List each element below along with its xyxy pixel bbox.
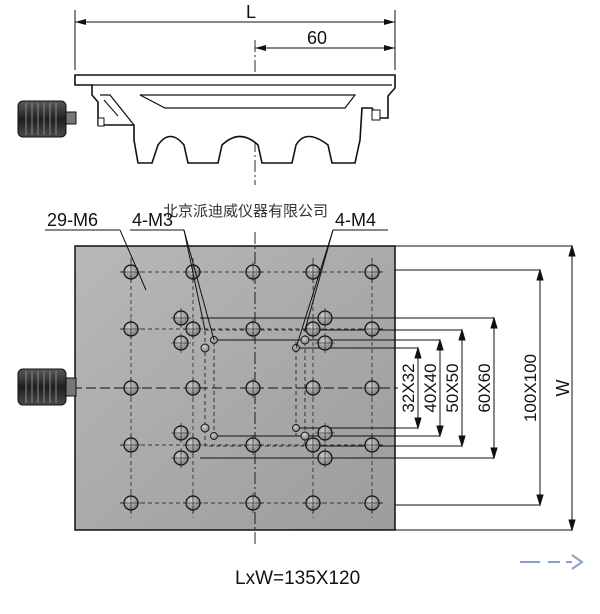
dim-60-arrow-left (255, 45, 266, 51)
dim-50x50-label: 50X50 (443, 363, 462, 412)
side-view: L 60 (17, 2, 396, 185)
dim-l-arrow-right (384, 19, 395, 25)
dim-l-arrow-left (75, 19, 86, 25)
side-lock-wedge (100, 94, 135, 126)
m3-hole (292, 424, 300, 432)
watermark-company: 北京派迪威仪器有限公司 (163, 203, 328, 220)
dim-60x60-label: 60X60 (475, 363, 494, 412)
m4-hole (200, 423, 210, 433)
m4-hole (300, 335, 310, 345)
side-dovetail (139, 94, 357, 109)
side-knob (17, 100, 67, 138)
dim-w-label: W (553, 380, 573, 397)
m6-holes (121, 262, 382, 513)
plan-view: 32X32 40X40 50X50 60X60 100X100 W 29-M6 … (17, 203, 576, 545)
caption-dimensions: LxW=135X120 (235, 568, 360, 589)
dim-100x100-label: 100X100 (521, 354, 540, 422)
side-lock-screw-head (97, 117, 105, 127)
dim-60-arrow-right (384, 45, 395, 51)
corner-arrow-icon (520, 554, 584, 570)
m4-hole (300, 431, 310, 441)
plan-knob (17, 368, 67, 406)
m3-hole (210, 432, 218, 440)
side-knob-shaft (65, 111, 77, 125)
plan-knob-knurl (25, 371, 57, 403)
dim-40x40-label: 40X40 (421, 363, 440, 412)
label-29-m6: 29-M6 (47, 210, 98, 230)
side-knob-knurl (25, 103, 57, 135)
dim-reference-lines (200, 245, 572, 531)
small-holes (200, 335, 310, 441)
dimension-lines (414, 244, 576, 532)
dim-l-label: L (246, 2, 256, 22)
side-right-stop (371, 109, 381, 121)
side-lock-wedge-2 (103, 99, 119, 117)
side-body-outline (74, 74, 396, 164)
leader-lines (45, 229, 388, 349)
label-4-m4: 4-M4 (335, 210, 376, 230)
label-4-m3: 4-M3 (132, 210, 173, 230)
m3-pattern-outline (213, 339, 297, 437)
plan-knob-shaft (65, 377, 77, 397)
m4-hole (200, 343, 210, 353)
dim-60-label: 60 (307, 28, 327, 48)
dim-32x32-label: 32X32 (399, 363, 418, 412)
